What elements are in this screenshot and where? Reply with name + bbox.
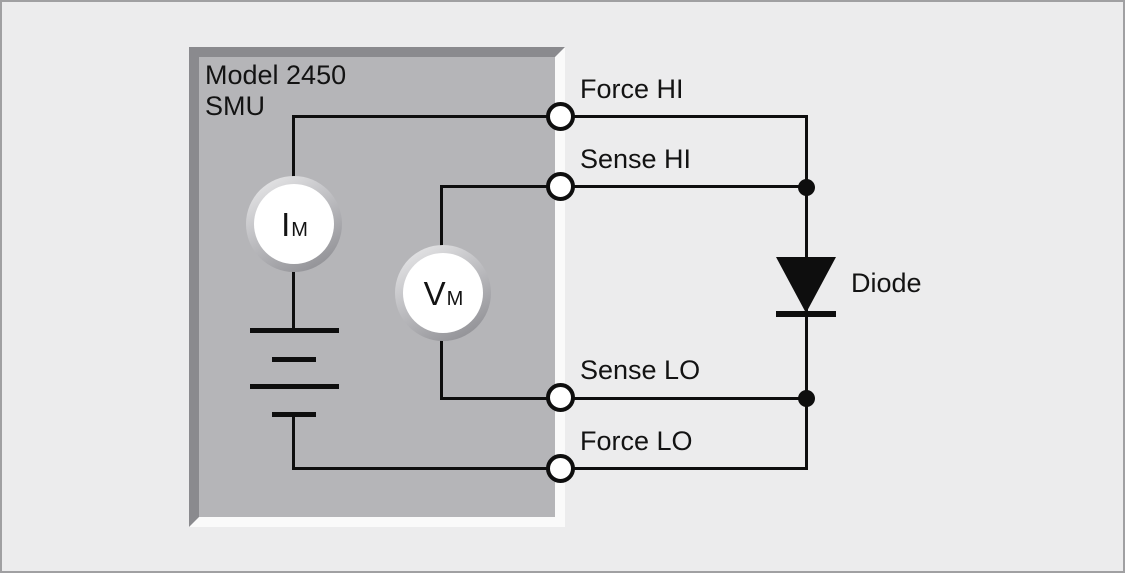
smu-title: Model 2450 SMU bbox=[205, 60, 346, 122]
battery-plate-short-1 bbox=[272, 357, 316, 362]
wire-sense-lo bbox=[440, 397, 808, 400]
battery-plate-long-2 bbox=[250, 384, 339, 389]
wire-battery-bottom-leg bbox=[292, 415, 295, 470]
label-force-lo: Force LO bbox=[580, 426, 693, 456]
label-sense-lo: Sense LO bbox=[580, 355, 701, 385]
wire-vm-bottom-leg bbox=[440, 339, 443, 400]
wire-sense-hi bbox=[440, 185, 808, 188]
diode-anode-triangle bbox=[776, 257, 836, 313]
terminal-force-lo bbox=[546, 454, 575, 483]
smu-title-line1: Model 2450 bbox=[205, 60, 347, 90]
voltage-meter-subscript: M bbox=[446, 288, 464, 310]
terminal-sense-lo bbox=[546, 383, 575, 412]
diode-cathode-bar bbox=[776, 311, 836, 317]
smu-title-line2: SMU bbox=[205, 91, 265, 121]
battery-plate-short-2 bbox=[272, 412, 316, 417]
wire-im-battery-leg bbox=[292, 270, 295, 330]
battery-plate-long-1 bbox=[250, 328, 339, 333]
wire-im-top-leg bbox=[292, 115, 295, 177]
smu-box bbox=[189, 47, 565, 527]
current-meter-subscript: M bbox=[291, 219, 308, 241]
label-force-hi: Force HI bbox=[580, 74, 684, 104]
current-meter-symbol: I bbox=[281, 205, 291, 243]
terminal-force-hi bbox=[546, 102, 575, 131]
terminal-sense-hi bbox=[546, 172, 575, 201]
label-sense-hi: Sense HI bbox=[580, 144, 692, 174]
label-diode: Diode bbox=[851, 268, 922, 298]
wire-vm-top-leg bbox=[440, 185, 443, 247]
junction-dot-sense-lo bbox=[798, 390, 815, 407]
voltage-meter-symbol: V bbox=[423, 274, 446, 312]
junction-dot-sense-hi bbox=[798, 179, 815, 196]
